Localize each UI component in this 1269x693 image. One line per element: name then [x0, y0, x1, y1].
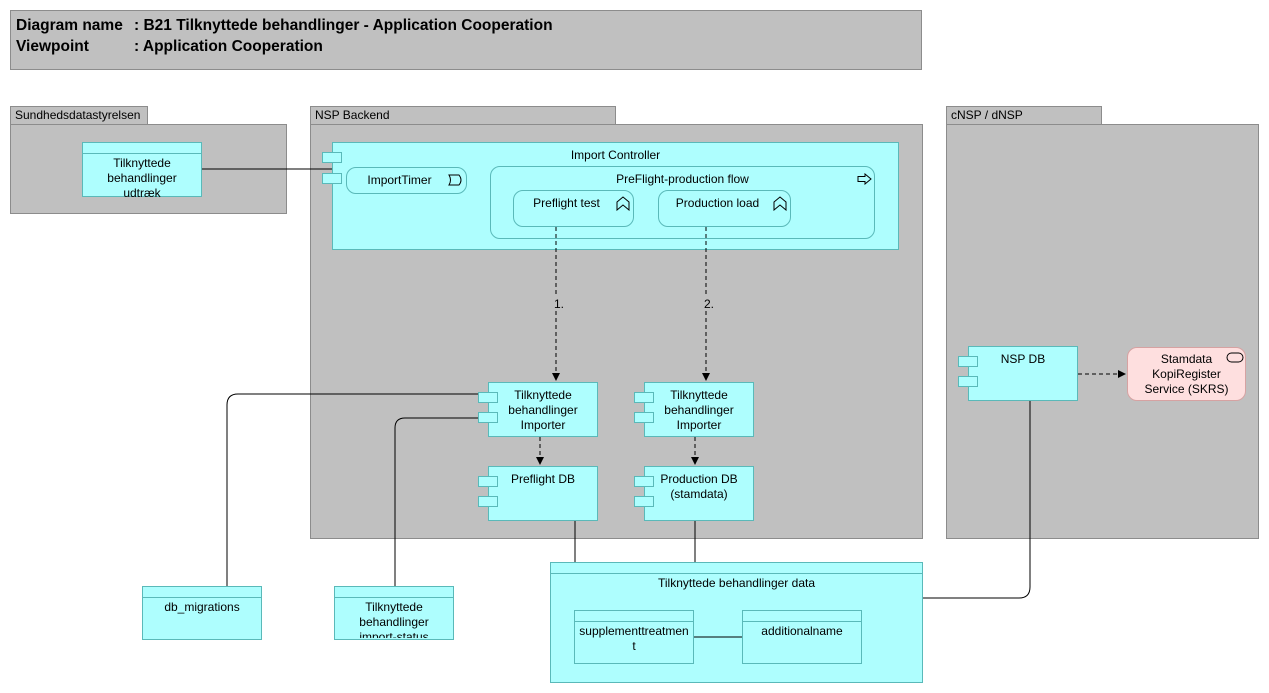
viewpoint-key: Viewpoint: [16, 38, 89, 55]
import-timer-label: ImportTimer: [367, 173, 432, 187]
data-object-headband: [743, 611, 861, 622]
function-preflight-test[interactable]: Preflight test: [513, 190, 634, 227]
group-tab-nsp-backend[interactable]: NSP Backend: [310, 106, 616, 125]
association-data-nsp-db[interactable]: [923, 401, 1031, 599]
importer-production-label: Tilknyttede behandlinger Importer: [664, 388, 734, 432]
function-chevron-icon: [773, 196, 787, 211]
diagram-name-value: : B21 Tilknyttede behandlinger - Applica…: [134, 17, 553, 34]
tilknyttede-data-label: Tilknyttede behandlinger data: [658, 576, 815, 590]
preflight-flow-label: PreFlight-production flow: [616, 172, 749, 186]
component-icon-tab: [478, 412, 498, 423]
service-skrs[interactable]: Stamdata KopiRegister Service (SKRS): [1127, 347, 1246, 401]
data-object-supplementtreatment[interactable]: supplementtreatment: [574, 610, 694, 664]
component-nsp-db[interactable]: NSP DB: [968, 346, 1078, 401]
event-icon: [448, 174, 462, 186]
viewpoint-line: Viewpoint : Application Cooperation: [16, 38, 323, 56]
udtraek-label: Tilknyttede behandlinger udtræk: [107, 156, 177, 200]
data-object-udtraek[interactable]: Tilknyttede behandlinger udtræk: [82, 142, 202, 200]
association-importer-import-status[interactable]: [394, 417, 478, 586]
component-production-db[interactable]: Production DB (stamdata): [644, 466, 754, 521]
group-tab-cnsp-dnsp[interactable]: cNSP / dNSP: [946, 106, 1102, 125]
importer-preflight-label: Tilknyttede behandlinger Importer: [508, 388, 578, 432]
import-status-label: Tilknyttede behandlinger import-status: [359, 600, 429, 638]
data-object-import-status[interactable]: Tilknyttede behandlinger import-status: [334, 586, 454, 640]
association-importer-db-migrations[interactable]: [226, 393, 478, 586]
diagram-name-line: Diagram name : B21 Tilknyttede behandling…: [16, 17, 553, 35]
production-db-label: Production DB (stamdata): [660, 472, 738, 501]
component-icon-tab: [958, 356, 978, 367]
diagram-name-key: Diagram name: [16, 17, 123, 34]
flow-label-2: 2.: [699, 297, 719, 311]
flow-label-1: 1.: [549, 297, 569, 311]
component-icon-tab: [478, 392, 498, 403]
data-object-headband: [551, 563, 922, 574]
group-cnsp-dnsp[interactable]: [946, 124, 1259, 539]
component-icon-tab: [322, 152, 342, 163]
data-object-headband: [143, 587, 261, 598]
component-icon-tab: [634, 476, 654, 487]
data-object-additionalname[interactable]: additionalname: [742, 610, 862, 664]
import-controller-label: Import Controller: [570, 148, 661, 162]
production-load-label: Production load: [675, 196, 760, 210]
component-icon-tab: [478, 476, 498, 487]
component-preflight-db[interactable]: Preflight DB: [488, 466, 598, 521]
db-migrations-label: db_migrations: [164, 600, 240, 614]
service-icon: [1226, 352, 1244, 363]
function-chevron-icon: [616, 196, 630, 211]
preflight-test-label: Preflight test: [533, 196, 600, 210]
skrs-label: Stamdata KopiRegister Service (SKRS): [1144, 352, 1229, 396]
preflight-db-label: Preflight DB: [510, 472, 576, 486]
data-object-db-migrations[interactable]: db_migrations: [142, 586, 262, 640]
process-arrow-icon: [857, 173, 872, 185]
function-production-load[interactable]: Production load: [658, 190, 791, 227]
event-import-timer[interactable]: ImportTimer: [346, 167, 467, 194]
supplement-label: supplementtreatment: [579, 624, 689, 653]
additionalname-label: additionalname: [761, 624, 843, 638]
component-icon-tab: [634, 392, 654, 403]
component-icon-tab: [958, 376, 978, 387]
diagram-header: Diagram name : B21 Tilknyttede behandling…: [10, 10, 922, 70]
data-object-headband: [575, 611, 693, 622]
nsp-db-label: NSP DB: [1000, 352, 1046, 366]
component-icon-tab: [478, 496, 498, 507]
data-object-headband: [335, 587, 453, 598]
component-icon-tab: [634, 496, 654, 507]
component-icon-tab: [322, 173, 342, 184]
component-importer-preflight[interactable]: Tilknyttede behandlinger Importer: [488, 382, 598, 437]
viewpoint-value: : Application Cooperation: [134, 38, 323, 55]
component-importer-production[interactable]: Tilknyttede behandlinger Importer: [644, 382, 754, 437]
data-object-headband: [83, 143, 201, 154]
component-icon-tab: [634, 412, 654, 423]
